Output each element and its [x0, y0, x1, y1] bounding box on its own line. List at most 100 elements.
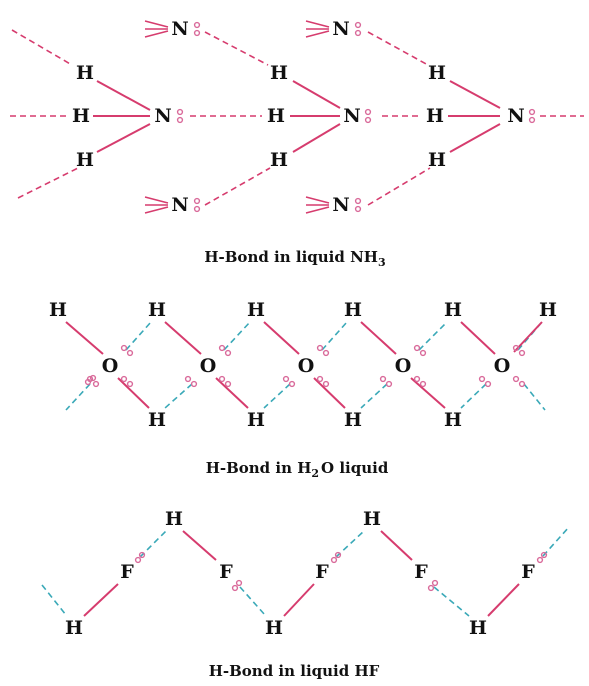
h2o-hbond-lower [65, 383, 91, 411]
h2o-bond-o-h-top [263, 321, 300, 355]
h2o-lone-pair [218, 375, 232, 388]
hf-bonds [41, 526, 570, 617]
hf-atom-f: F [414, 561, 428, 583]
h2o-atom-h: H [247, 299, 265, 321]
nh3-atom-h: H [428, 62, 446, 84]
hf-atom-h: H [165, 508, 183, 530]
hf-lone-pair [330, 551, 342, 564]
h2o-lone-pair [413, 375, 427, 388]
h2o-hbond-upper [418, 321, 448, 351]
h2o-lone-pair [512, 375, 526, 388]
nh3-caption-subscript: 3 [378, 256, 386, 269]
nh3-atom-n: N [343, 105, 360, 127]
h2o-caption-pre: H-Bond in H [206, 459, 312, 477]
hf-caption: H-Bond in liquid HF [209, 662, 380, 680]
nh3-bond-n2-h-top [292, 80, 341, 109]
nh3-atom-h: H [270, 62, 288, 84]
nh3-bond-n3-h-top [449, 80, 501, 109]
nh3-lone-pair [193, 21, 201, 37]
h2o-lone-pair [120, 344, 134, 357]
h2o-lone-pair [478, 375, 492, 388]
h2o-lone-pair [218, 344, 232, 357]
nh3-lone-pair [354, 21, 362, 37]
h2o-bond-o-h-top [164, 321, 202, 355]
nh3-bond-n1-h-bottom [96, 123, 151, 153]
hf-bond-h-f [380, 530, 413, 561]
h2o-lone-pair [316, 344, 330, 357]
h2o-bond-o-h-bottom [410, 377, 446, 409]
hf-hbond [239, 586, 266, 616]
nh3-lone-pair [364, 108, 372, 124]
h2o-atom-h: H [444, 299, 462, 321]
hf-lone-pair [134, 551, 146, 564]
hf-bond-h-f [283, 583, 315, 617]
h2o-bond-o-h-bottom [313, 377, 346, 409]
h2o-lone-pair [84, 374, 97, 386]
nh3-hbond-left-bottom [17, 167, 79, 199]
nh3-bond-n1-h-top [96, 80, 151, 111]
nh3-atom-n: N [171, 18, 188, 40]
h2o-atom-o: O [298, 355, 315, 377]
h2o-hbond-upper [321, 321, 348, 351]
h2o-lone-pair [379, 375, 393, 388]
nh3-atom-h: H [428, 149, 446, 171]
h2o-bonds [65, 321, 546, 411]
h2o-lone-pair [282, 375, 296, 388]
h2o-hbond-lower [460, 383, 487, 409]
nh3-hbond-nbot2-h [367, 167, 431, 206]
h2o-atom-o: O [200, 355, 217, 377]
h2o-atom-h: H [49, 299, 67, 321]
h2o-atom-o: O [494, 355, 511, 377]
hf-bond-h-f [83, 583, 119, 617]
h2o-atom-h: H [444, 409, 462, 431]
h2o-lone-pair [316, 375, 330, 388]
h2o-hbond-upper [125, 321, 152, 351]
h2o-atom-h: H [344, 409, 362, 431]
nh3-hbond-left-top [11, 29, 73, 66]
nh3-atom-n: N [332, 18, 349, 40]
nh3-atom-n: N [171, 194, 188, 216]
h2o-lone-pair [413, 344, 427, 357]
h2o-hbond-lower [523, 383, 546, 411]
h2o-hbond-upper [223, 321, 251, 351]
nh3-lone-pair [354, 197, 362, 213]
nh3-atom-n: N [507, 105, 524, 127]
nh3-atom-h: H [76, 149, 94, 171]
nh3-bond-n3-h-bottom [449, 123, 501, 153]
h2o-bond-o-h-bottom [117, 377, 150, 409]
h2o-bond-o-h-top [65, 321, 104, 355]
nh3-lone-pair [176, 108, 184, 124]
h2o-atom-h: H [148, 409, 166, 431]
nh3-triple-bond [305, 20, 330, 38]
nh3-caption-main: H-Bond in liquid NH [204, 248, 378, 266]
h2o-atom-h: H [148, 299, 166, 321]
h2o-atom-o: O [395, 355, 412, 377]
h2o-atom-o: O [102, 355, 119, 377]
hf-bond-h-f [487, 583, 520, 617]
hf-hbond [41, 584, 67, 616]
hf-atom-f: F [315, 561, 329, 583]
hf-hbond [139, 530, 167, 558]
nh3-hbond-nbot1-h [204, 167, 271, 206]
nh3-triple-bond [144, 196, 169, 214]
hf-hbond [335, 530, 365, 558]
nh3-atom-h: H [72, 105, 90, 127]
nh3-lone-pair [528, 108, 536, 124]
nh3-lone-pair [193, 197, 201, 213]
hf-atom-h: H [65, 617, 83, 639]
hf-atom-f: F [219, 561, 233, 583]
h2o-bond-o-h-bottom [215, 377, 249, 409]
h2o-lone-pair [120, 375, 134, 388]
hf-lone-pair [427, 579, 439, 592]
nh3-atom-n: N [332, 194, 349, 216]
hf-hbond [433, 586, 470, 617]
h2o-lone-pair [512, 344, 526, 357]
hf-atom-f: F [521, 561, 535, 583]
hf-atom-h: H [469, 617, 487, 639]
